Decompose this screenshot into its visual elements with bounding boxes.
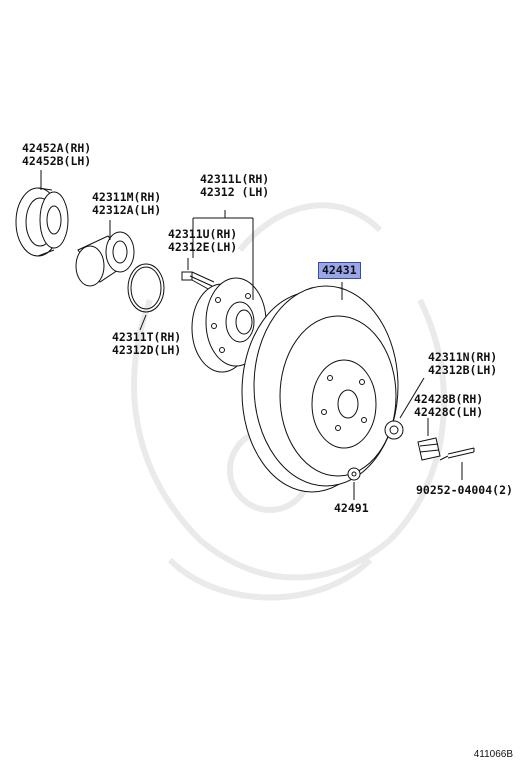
snap-ring-part (127, 263, 165, 313)
label-42428-lh: 42428C(LH) (414, 405, 484, 419)
label-42452: 42452A(RH)42452B(LH) (22, 142, 91, 168)
label-42311n-lh: 42312B(LH) (428, 363, 498, 377)
label-42452-rh: 42452A(RH) (22, 141, 92, 155)
brake-disc-part (241, 285, 399, 493)
label-42491: 42491 (334, 501, 369, 515)
watermark-logo (131, 202, 447, 601)
label-42311l: 42311L(RH)42312 (LH) (200, 173, 269, 199)
label-42311l-rh: 42311L(RH) (200, 172, 270, 186)
hub-nut-part (384, 420, 404, 440)
label-42311l-lh: 42312 (LH) (200, 185, 270, 199)
hub-bolt-part (181, 271, 215, 291)
label-42311n: 42311N(RH)42312B(LH) (428, 351, 497, 377)
label-42431-highlighted[interactable]: 42431 (318, 262, 361, 279)
label-42311m-lh: 42312A(LH) (92, 203, 162, 217)
label-42311u-lh: 42312E(LH) (168, 240, 238, 254)
label-42311u: 42311U(RH)42312E(LH) (168, 228, 237, 254)
label-42311n-rh: 42311N(RH) (428, 350, 498, 364)
label-42311m-rh: 42311M(RH) (92, 190, 162, 204)
label-42452-lh: 42452B(LH) (22, 154, 92, 168)
label-42311t: 42311T(RH)42312D(LH) (112, 331, 181, 357)
label-42311t-rh: 42311T(RH) (112, 330, 182, 344)
label-42428-rh: 42428B(RH) (414, 392, 484, 406)
label-90252: 90252-04004(2) (416, 483, 513, 497)
diagram-reference-code: 411066B (473, 749, 513, 760)
hub-stud-part (347, 467, 361, 481)
label-42428: 42428B(RH)42428C(LH) (414, 393, 483, 419)
label-42311u-rh: 42311U(RH) (168, 227, 238, 241)
oil-seal-part (15, 187, 69, 257)
label-42311t-lh: 42312D(LH) (112, 343, 182, 357)
wheel-bearing-part (75, 231, 135, 287)
cotter-pin-part (439, 447, 475, 461)
label-42311m: 42311M(RH)42312A(LH) (92, 191, 161, 217)
lock-cap-part (417, 437, 441, 461)
